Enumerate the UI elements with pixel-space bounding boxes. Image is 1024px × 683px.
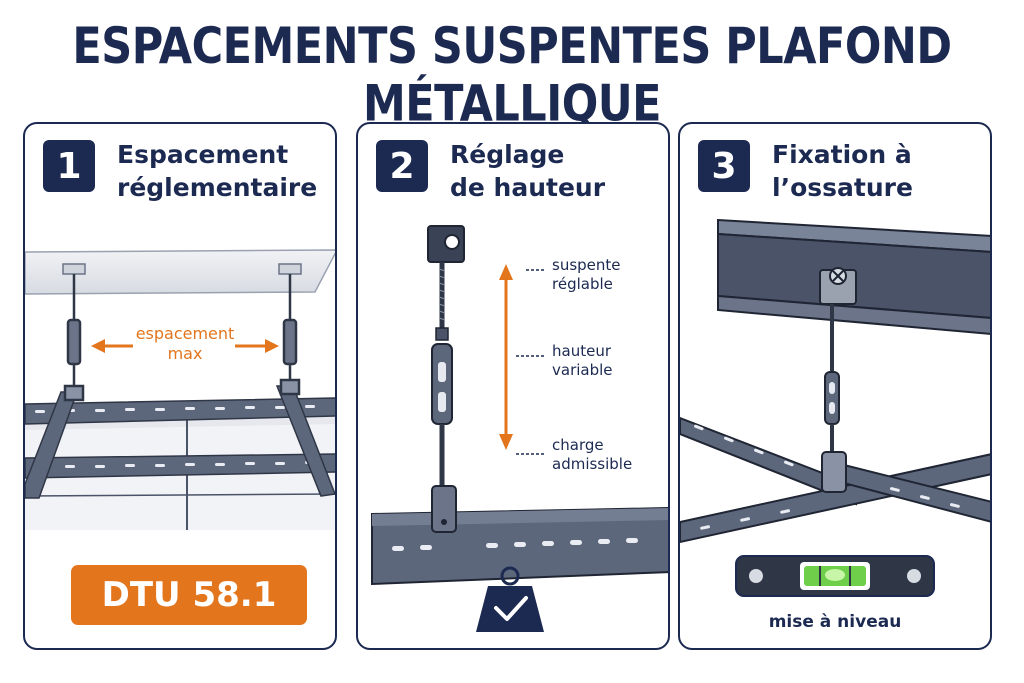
panel-number: 1 (43, 140, 95, 192)
main-rail (25, 397, 335, 425)
rail-clip (431, 485, 457, 533)
hanger (62, 263, 86, 402)
adjustable-hanger-illustration (371, 225, 668, 632)
panel-title: Espacement réglementaire (117, 140, 318, 202)
label-variable-height: hauteur variable (552, 342, 613, 379)
label-adjustable-hanger: suspente réglable (552, 256, 621, 293)
panel-spacing: 1 Espacement réglementaire (23, 122, 337, 650)
ceiling-slab (25, 249, 335, 295)
panel-frame-fixing: 3 Fixation à l’ossature (678, 122, 992, 650)
frame-fixing-illustration (680, 218, 990, 597)
weight-check-icon (476, 566, 544, 632)
steel-beam (717, 218, 990, 253)
hanger (278, 263, 302, 396)
panel-number: 3 (698, 140, 750, 192)
page-title: ESPACEMENTS SUSPENTES PLAFOND MÉTALLIQUE (72, 18, 952, 133)
dtu-badge: DTU 58.1 (71, 565, 307, 625)
height-arrow (499, 264, 513, 450)
main-rail (25, 453, 335, 479)
panel-number: 2 (376, 140, 428, 192)
level-caption: mise à niveau (768, 612, 902, 632)
spacing-label: espacement max (135, 324, 235, 363)
ceiling-grid-illustration (25, 249, 335, 530)
label-admissible-load: charge admissible (552, 436, 633, 473)
turnbuckle (824, 371, 840, 425)
rail-clip (821, 451, 847, 493)
panel-title: Réglage de hauteur (450, 140, 606, 202)
panel-title: Fixation à l’ossature (772, 140, 913, 202)
spacing-arrow (91, 339, 279, 353)
panel-height-adjustment: 2 Réglage de hauteur (356, 122, 670, 650)
spirit-level-icon (735, 555, 935, 597)
